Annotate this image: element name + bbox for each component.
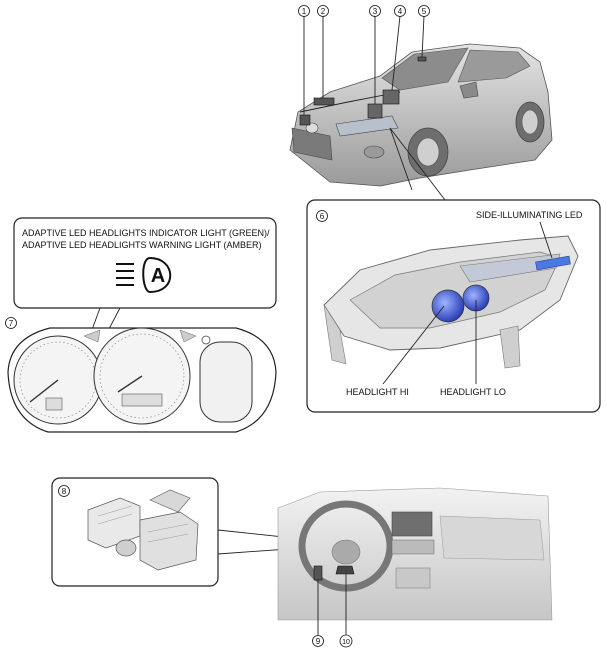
combination-switch-illustration bbox=[87, 489, 199, 571]
callout-10: 10 bbox=[339, 634, 353, 648]
adaptive-headlight-symbol-icon: A bbox=[116, 256, 172, 294]
headlight-hi-label: HEADLIGHT HI bbox=[346, 387, 409, 397]
headlight-lo-label: HEADLIGHT LO bbox=[440, 387, 506, 397]
callout-9-label: 9 bbox=[316, 637, 321, 646]
indicator-label-line2: ADAPTIVE LED HEADLIGHTS WARNING LIGHT (A… bbox=[22, 240, 262, 250]
headlight-detail-panel: 6 SIDE-ILLUMINATING LED HEADLIGHT HI HEA… bbox=[306, 199, 601, 413]
indicator-label-line1: ADAPTIVE LED HEADLIGHTS INDICATOR LIGHT … bbox=[22, 228, 270, 238]
callout-5-label: 5 bbox=[422, 7, 427, 16]
callout-8-label: 8 bbox=[62, 487, 67, 496]
callout-10-label: 10 bbox=[342, 639, 350, 646]
side-illuminating-led-label: SIDE-ILLUMINATING LED bbox=[476, 210, 583, 220]
headlight-hi-lens bbox=[431, 289, 465, 323]
callout-2: 2 bbox=[317, 5, 329, 17]
callout-6-label: 6 bbox=[320, 212, 325, 221]
callout-5: 5 bbox=[418, 5, 430, 17]
indicator-light-panel: ADAPTIVE LED HEADLIGHTS INDICATOR LIGHT … bbox=[13, 217, 277, 385]
adaptive-symbol-letter: A bbox=[151, 265, 165, 287]
callout-3-label: 3 bbox=[373, 7, 378, 16]
callout-2-label: 2 bbox=[321, 7, 326, 16]
vehicle-interior-illustration bbox=[277, 487, 553, 621]
callout-4: 4 bbox=[394, 5, 406, 17]
car-callout-leaders bbox=[303, 15, 446, 201]
callout-4-label: 4 bbox=[398, 7, 403, 16]
vehicle-exterior-illustration bbox=[289, 43, 553, 187]
callout-1: 1 bbox=[298, 5, 310, 17]
light-switch-panel: 8 bbox=[51, 477, 331, 587]
instrument-cluster: 7 bbox=[5, 317, 277, 433]
side-illuminating-led bbox=[535, 255, 571, 271]
callout-7-label: 7 bbox=[9, 319, 14, 328]
callout-1-label: 1 bbox=[302, 7, 307, 16]
headlight-assembly bbox=[323, 235, 579, 369]
callout-3: 3 bbox=[369, 5, 381, 17]
callout-9: 9 bbox=[312, 635, 324, 647]
